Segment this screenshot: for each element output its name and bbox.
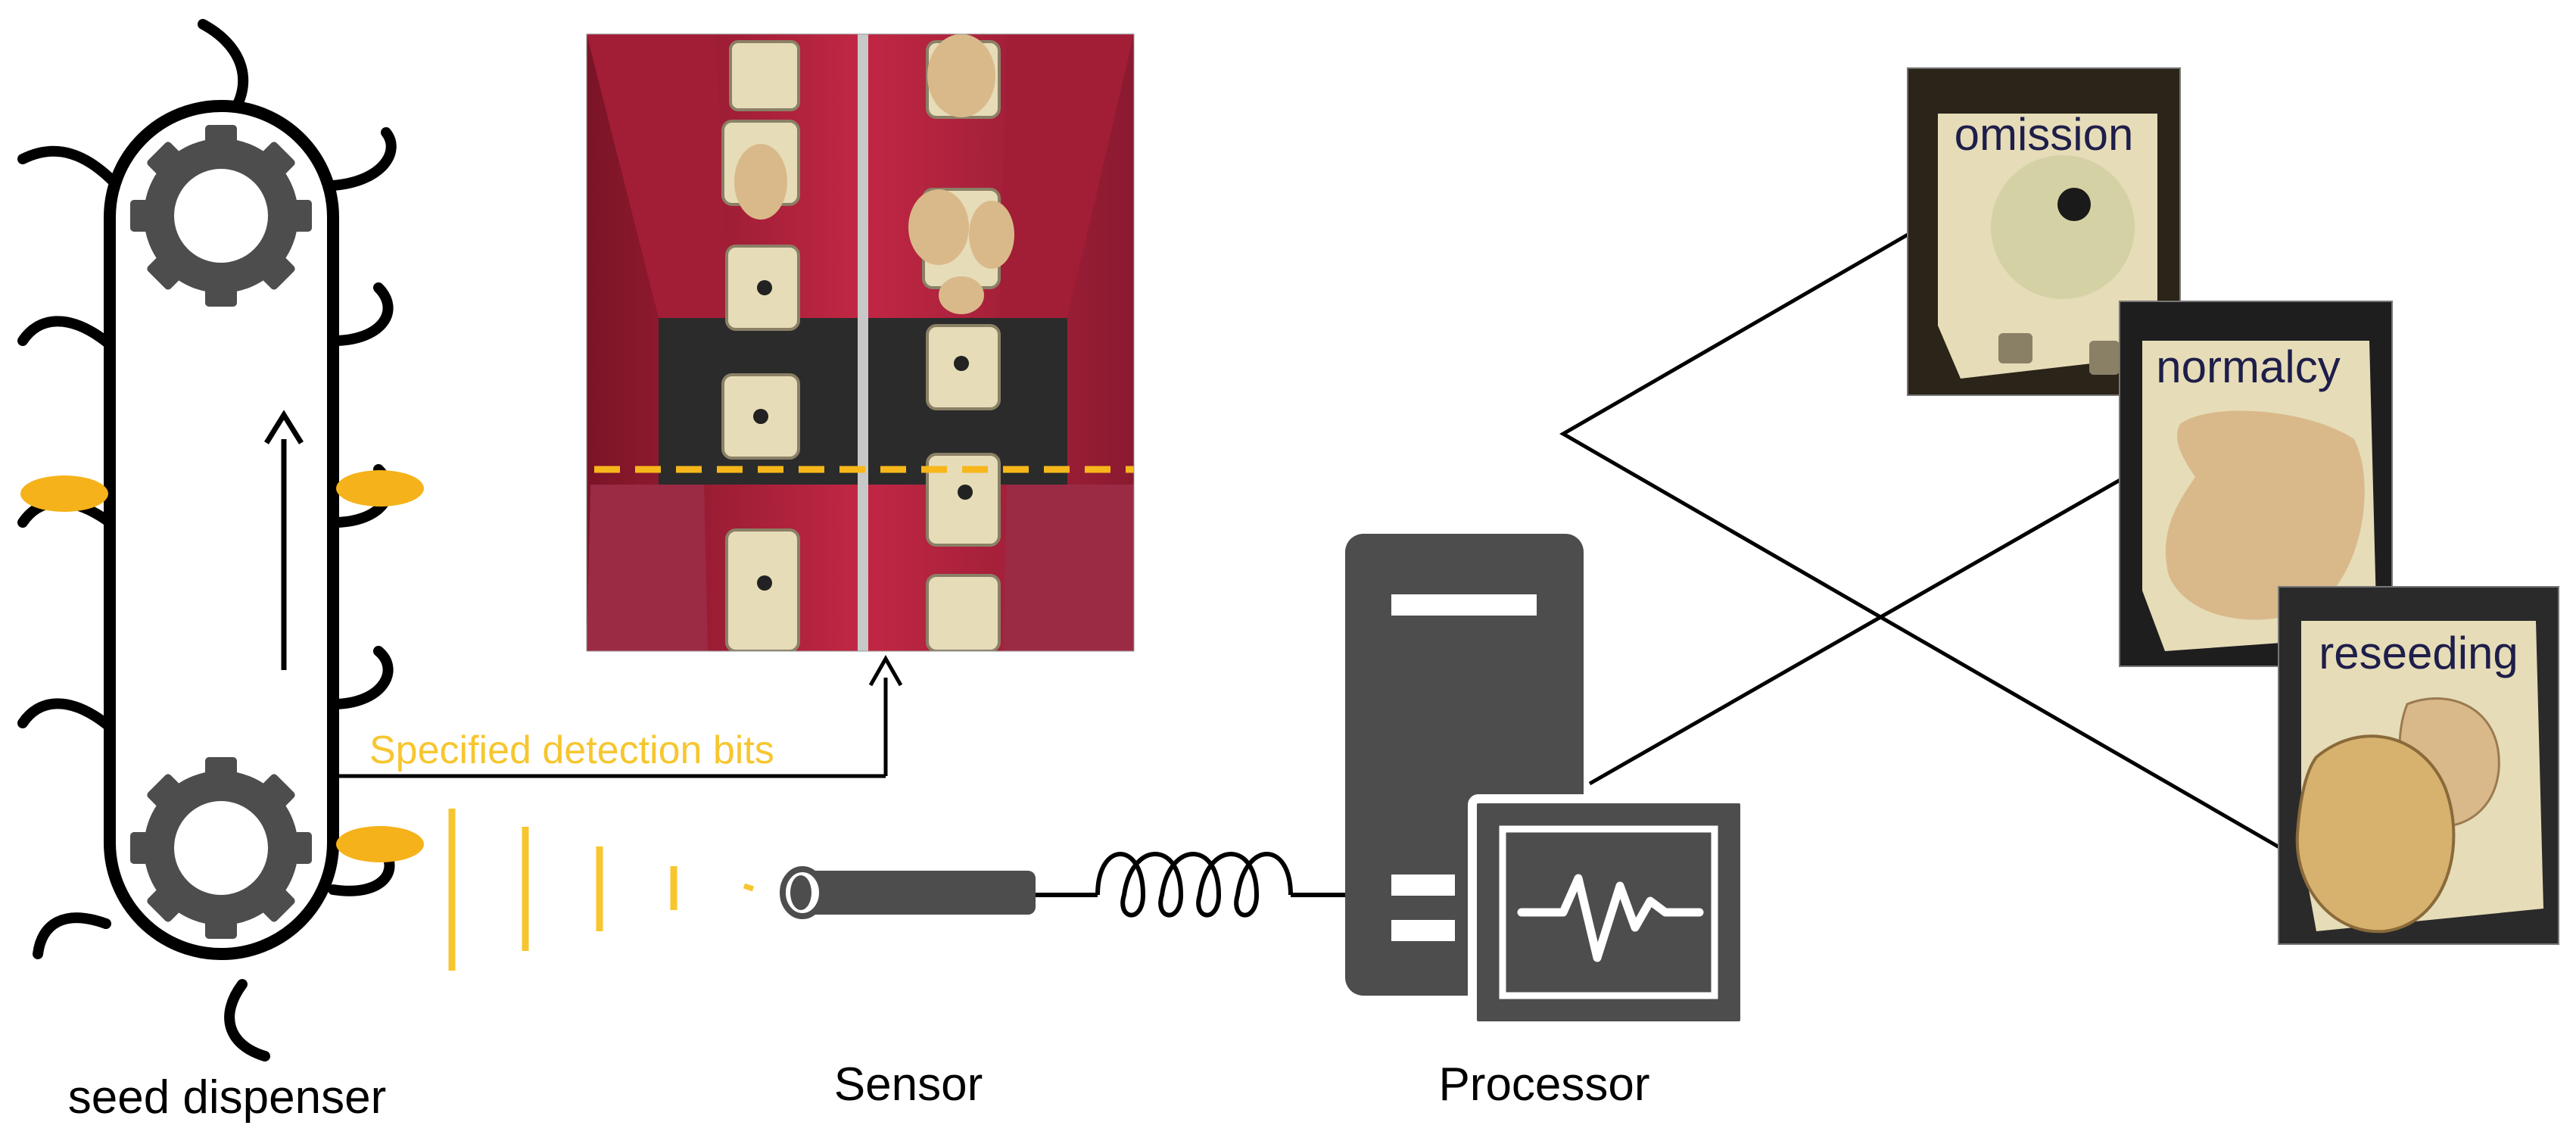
detection-bits-label: Specified detection bits — [369, 728, 774, 772]
processor-label: Processor — [1438, 1058, 1649, 1111]
classification-lines — [1559, 232, 2295, 858]
state-reseeding-label: reseeding — [2319, 628, 2518, 678]
hopper-photo — [587, 34, 1134, 651]
gear-icon — [130, 757, 312, 939]
seed-dispenser-label: seed dispenser — [68, 1071, 387, 1124]
seed-dispenser: seed dispenser — [17, 19, 424, 1124]
state-reseeding: reseeding — [2278, 586, 2559, 945]
arrow-up-icon — [264, 410, 304, 670]
monitor-icon — [1468, 794, 1749, 1030]
sensor-device — [780, 866, 1036, 919]
detection-bits-connector — [333, 654, 903, 778]
gear-icon — [130, 125, 312, 307]
heartbeat-icon — [1517, 874, 1704, 962]
signal-waves — [448, 809, 755, 971]
coil-cable-icon — [1036, 852, 1347, 918]
state-normalcy-label: normalcy — [2156, 341, 2340, 392]
conveyor-belt — [104, 100, 339, 960]
state-omission-label: omission — [1955, 109, 2134, 160]
sensor-label: Sensor — [834, 1058, 983, 1111]
seed — [20, 475, 108, 512]
seed — [336, 470, 424, 507]
seed — [336, 826, 424, 862]
